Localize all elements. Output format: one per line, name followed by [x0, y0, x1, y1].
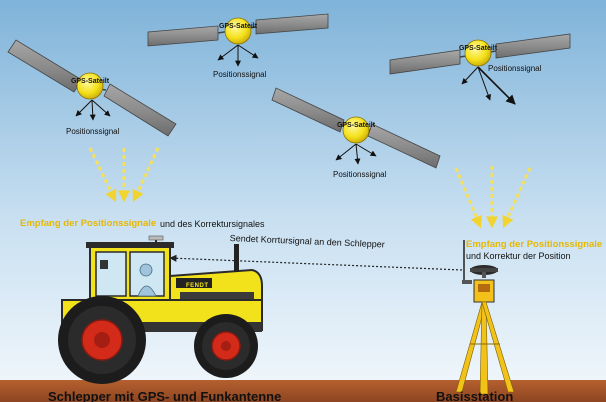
satellite-3-signal: Positionssignal — [333, 170, 387, 179]
satellite-4-signal: Positionssignal — [488, 64, 542, 73]
base-reception-label: Empfang der Positionssignale — [466, 239, 603, 250]
tractor-caption: Schlepper mit GPS- und Funkantenne — [48, 389, 282, 402]
base-station — [455, 240, 515, 395]
satellite-4-name: GPS-Sateilt — [458, 45, 498, 52]
base-correction-label: und Korrektur der Position — [466, 251, 571, 261]
base-signal-arrows — [454, 166, 532, 229]
satellite-1-signal: Positionssignal — [66, 127, 120, 136]
tractor-reception-label: Empfang der Positionssignale — [20, 218, 157, 229]
satellite-3-name: GPS-Sateilt — [336, 122, 376, 129]
satellite-4 — [389, 33, 571, 105]
satellite-1-name: GPS-Sateilt — [70, 78, 110, 85]
ground-strip — [0, 380, 606, 402]
satellite-1 — [7, 39, 177, 137]
tractor-correction-label: und des Korrektursignales — [160, 219, 265, 229]
tractor-brand-logo: FENDT — [186, 283, 209, 289]
tractor-signal-arrows — [88, 147, 160, 203]
satellite-2-signal: Positionssignal — [213, 70, 267, 79]
satellite-2-name: GPS-Sateilt — [218, 23, 258, 30]
correction-signal-arrow — [169, 254, 463, 271]
base-caption: Basisstation — [436, 389, 514, 402]
satellite-2 — [147, 13, 329, 67]
tractor — [58, 235, 263, 384]
satellite-3 — [271, 87, 441, 169]
